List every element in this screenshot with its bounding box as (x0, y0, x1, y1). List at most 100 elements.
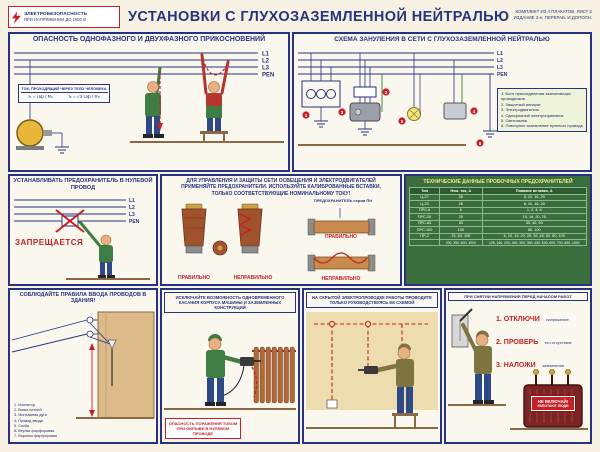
before-work-steps: 1. ОТКЛЮЧИ напряжение 2. ПРОВЕРЬ его отс… (496, 308, 588, 377)
worker-drilling (358, 343, 418, 428)
edition-note: КОМПЛЕКТ ИЗ 4 ПЛАКАТОВ. ЛИСТ 2 ИЗДАНИЕ 3… (514, 9, 592, 22)
incoming-wires (11, 319, 88, 353)
panel-fuse-usage: ДЛЯ УПРАВЛЕНИЯ И ЗАЩИТЫ СЕТИ ОСВЕЩЕНИЯ И… (160, 174, 402, 286)
dimension-arrow (89, 342, 95, 417)
fuse-usage-illustration (181, 203, 376, 271)
cell-inserts: 35, 40, 63 (481, 219, 588, 228)
table-row: Ц-27 28 6, 10, 16, 20 (408, 193, 588, 202)
do-not-switch-on-sign: НЕ ВКЛЮЧАЙ! РАБОТАЮТ ЛЮДИ (530, 395, 576, 412)
wire-label-pen: PEN (262, 73, 274, 79)
cell-current: 200, 350, 600, 1000 (439, 239, 483, 247)
transformer (301, 52, 341, 128)
worker-two-phase-touch (200, 53, 230, 143)
step-1-action: 1. ОТКЛЮЧИ (496, 316, 540, 323)
legend-item-3: 3. Монтажная дуга (14, 413, 47, 418)
entry-legend: 1. Изолятор 2. Вязка петлей 3. Монтажная… (14, 403, 92, 439)
hidden-wiring-illustration (306, 311, 438, 429)
worker-one-phase-touch (143, 66, 164, 139)
cell-current: 25 (439, 213, 483, 221)
wire-label-l1: L1 (129, 198, 135, 204)
entry-funnel (89, 322, 117, 386)
legend-item-5: 5. Скоба (14, 423, 29, 428)
fuse-data-table: Тип Ном. ток, А Плавкие вставки, А Ц-27 … (408, 187, 588, 247)
incorrect-label-2: НЕПРАВИЛЬНО (321, 276, 361, 282)
panel-hidden-wiring-title: НА СКРЫТОЙ ЭЛЕКТРОПРОВОДКЕ РАБОТЫ ПРОВОД… (306, 292, 438, 308)
single-phase-appliance (443, 59, 467, 120)
panel-zeroing-title: СХЕМА ЗАНУЛЕНИЯ В СЕТИ С ГЛУХОЗАЗЕМЛЕННО… (334, 36, 550, 43)
wire-label-l3: L3 (129, 212, 135, 218)
callout-4: 4 (473, 109, 476, 114)
worker-with-drill (205, 334, 261, 407)
step-2-action: 2. ПРОВЕРЬ (496, 339, 539, 346)
wire-label-l2: L2 (129, 205, 135, 211)
wire-entry-illustration (11, 311, 155, 419)
power-wires (14, 52, 258, 75)
lightning-icon (12, 10, 21, 24)
repeated-grounding (483, 73, 497, 138)
cell-inserts: 1, 2, 4, 6 (481, 206, 588, 215)
callout-5: 5 (401, 119, 404, 124)
formula-title: ТОК, ПРОХОДЯЩИЙ ЧЕРЕЗ ТЕЛО ЧЕЛОВЕКА (20, 86, 108, 93)
table-header-row: Тип Ном. ток, А Плавкие вставки, А (408, 187, 588, 195)
before-work-header: ПРИ СНЯТИИ НАПРЯЖЕНИЯ ПЕРЕД НАЧАЛОМ РАБО… (448, 292, 588, 301)
callout-badges: 1 2 3 4 5 6 (302, 88, 484, 147)
col-header-current: Ном. ток, А (439, 187, 483, 195)
sign-line2: РАБОТАЮТ ЛЮДИ (537, 403, 569, 408)
formula-two-phase: Iₕ = √3·Uф / Rₕ (68, 94, 100, 99)
cell-current: 6 (439, 206, 483, 215)
formula-box: ТОК, ПРОХОДЯЩИЙ ЧЕРЕЗ ТЕЛО ЧЕЛОВЕКА Iₕ =… (18, 84, 110, 103)
step-2: 2. ПРОВЕРЬ его отсутствие (496, 331, 588, 349)
correct-label-1: ПРАВИЛЬНО (178, 275, 210, 281)
protective-apparatus (353, 52, 377, 103)
scheme-legend: 1. Болт присоединения заземляющих провод… (497, 88, 587, 132)
wire-label-l2: L2 (262, 59, 270, 65)
radiator (252, 347, 296, 404)
fuse-on-neutral (55, 209, 85, 234)
wire-label-pen: PEN (497, 72, 508, 78)
plug-fuse-correct (181, 203, 207, 254)
table-row: Ц-33 28 6, 10, 16, 20 (408, 200, 588, 208)
worker-installing-fuse (78, 220, 115, 279)
wire-label-pen: PEN (129, 219, 140, 225)
forbidden-label: ЗАПРЕЩАЕТСЯ (15, 238, 84, 247)
cell-current: 63 (439, 219, 483, 228)
legend-item-6: 6. Втулка фарфоровая (14, 428, 55, 433)
callout-1: 1 (305, 113, 308, 118)
fuse-usage-title-line1: ДЛЯ УПРАВЛЕНИЯ И ЗАЩИТЫ СЕТИ ОСВЕЩЕНИЯ И… (186, 178, 376, 184)
table-row: 200, 350, 600, 1000 125, 160, 200, 260, … (408, 239, 588, 247)
callout-3: 3 (341, 110, 344, 115)
cell-inserts: 10, 16, 20, 25 (481, 213, 588, 221)
panel-zeroing-scheme: СХЕМА ЗАНУЛЕНИЯ В СЕТИ С ГЛУХОЗАЗЕМЛЕННО… (292, 32, 592, 172)
incorrect-label-1: НЕПРАВИЛЬНО (233, 275, 273, 281)
power-wires (298, 52, 494, 75)
legend-item-6: 6. Повторное заземление нулевого провода (501, 123, 583, 129)
panel-before-work: ПРИ СНЯТИИ НАПРЯЖЕНИЯ ПЕРЕД НАЧАЛОМ РАБО… (444, 288, 592, 444)
panel-touch-danger-title: ОПАСНОСТЬ ОДНОФАЗНОГО И ДВУХФАЗНОГО ПРИК… (32, 36, 266, 43)
step-3-object: заземление (542, 363, 565, 368)
panel-wire-entry: СОБЛЮДАЙТЕ ПРАВИЛА ВВОДА ПРОВОДОВ В ЗДАН… (8, 288, 158, 444)
cell-inserts: 6, 10, 16, 20 (481, 200, 588, 208)
poster-title: УСТАНОВКИ С ГЛУХОЗАЗЕМЛЕННОЙ НЕЙТРАЛЬЮ (128, 9, 510, 25)
wire-label-l1: L1 (497, 51, 503, 57)
cell-inserts: 125, 160, 200, 260, 300, 350, 430, 500, … (481, 239, 588, 247)
fuse-table-title: ТЕХНИЧЕСКИЕ ДАННЫЕ ПРОБОЧНЫХ ПРЕДОХРАНИТ… (423, 178, 573, 185)
sign-line1: НЕ ВКЛЮЧАЙ! (537, 398, 569, 404)
cell-inserts: 80, 100 (481, 226, 588, 234)
step-2-object: его отсутствие (544, 340, 572, 345)
worker-switching-off (461, 323, 494, 404)
table-row: ПРС-25 25 10, 16, 20, 25 (408, 213, 588, 221)
edition-line1: КОМПЛЕКТ ИЗ 4 ПЛАКАТОВ. ЛИСТ 2 (515, 9, 592, 14)
fuse-cap-top-view (212, 240, 228, 256)
cell-current: 28 (439, 193, 483, 202)
step-1: 1. ОТКЛЮЧИ напряжение (496, 308, 588, 326)
socket (326, 399, 338, 409)
fuse-usage-title-line3: ТОЛЬКО СООТВЕТСТВУЮЩИЕ НОМИНАЛЬНОМУ ТОКУ… (211, 190, 351, 197)
wire-label-l1: L1 (262, 52, 270, 58)
step-1-object: напряжение (546, 317, 569, 322)
legend-item-2: 2. Защитный аппарат (501, 101, 541, 107)
wire-label-l2: L2 (497, 58, 503, 64)
edition-line2: ИЗДАНИЕ 3-е, ПЕРЕРАБ. И ДОПОЛН. (513, 15, 592, 21)
wall (306, 311, 438, 410)
junction-box (328, 320, 336, 328)
touch-danger-illustration: L1 L2 L3 PEN (14, 52, 284, 154)
